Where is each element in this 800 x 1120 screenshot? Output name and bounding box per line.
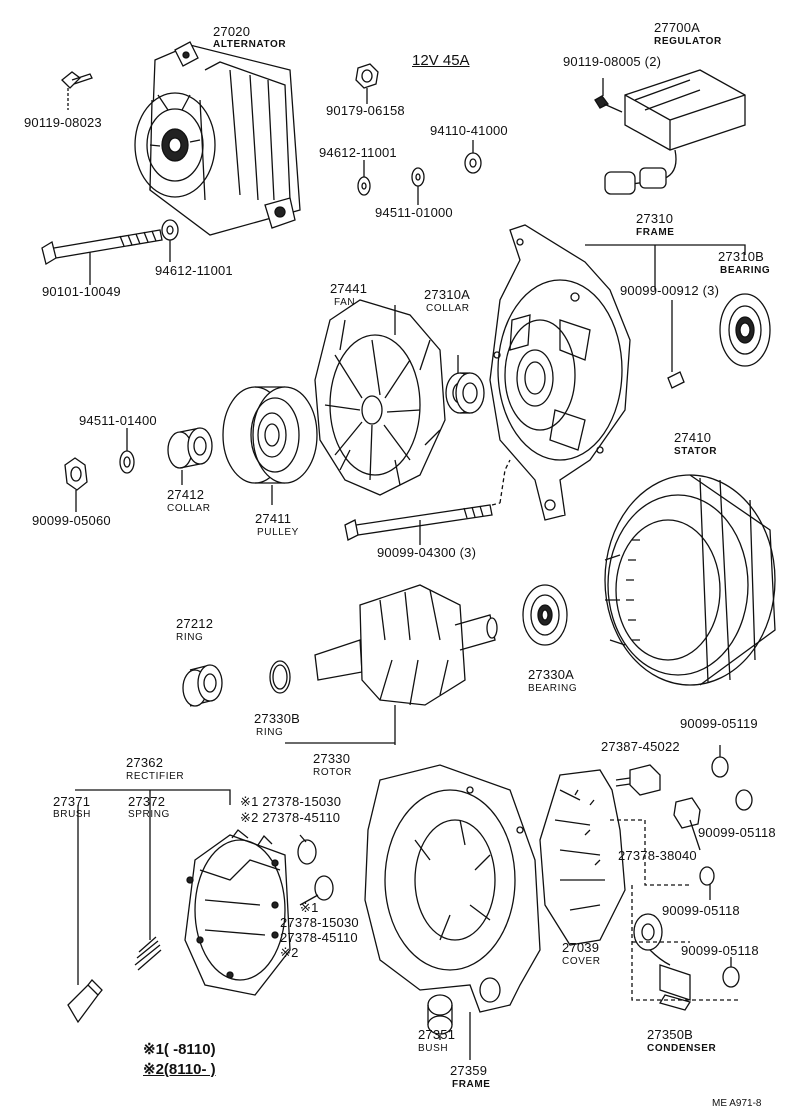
rotor-drawing [285, 584, 498, 745]
part-name-stator: STATOR [674, 446, 718, 457]
part-name-ring-27212: RING [176, 632, 204, 643]
pulley-drawing [222, 386, 318, 505]
part-name-brush: BRUSH [53, 809, 92, 820]
part-name-spring: SPRING [128, 809, 170, 820]
nut-90179-drawing [355, 63, 379, 104]
part-name-regulator: REGULATOR [654, 36, 722, 47]
part-name-rear-frame: FRAME [452, 1079, 491, 1090]
part-number-27039: 27039 [562, 940, 600, 955]
part-number-90099-05060: 90099-05060 [32, 513, 111, 528]
part-number-94110-41000: 94110-41000 [430, 123, 508, 138]
part-number-94612-11001-bottom: 94612-11001 [155, 263, 233, 278]
part-number-27371: 27371 [53, 794, 91, 809]
part-number-27310: 27310 [636, 211, 674, 226]
part-number-27362: 27362 [126, 755, 164, 770]
part-number-27378-38040: 27378-38040 [618, 848, 697, 863]
frame-27310-drawing [489, 224, 631, 521]
part-number-90099-05118-c: 90099-05118 [681, 943, 759, 958]
part-number-27310a: 27310A [424, 287, 471, 302]
drawing-reference: ME A971-8 [712, 1098, 762, 1109]
regulator-drawing [594, 69, 746, 195]
part-number-94511-01000: 94511-01000 [375, 205, 453, 220]
washer-94612-drawing [161, 219, 179, 241]
part-name-condenser: CONDENSER [647, 1043, 717, 1054]
part-name-bush: BUSH [418, 1043, 449, 1054]
long-bolt-drawing [41, 229, 163, 285]
brush-drawing [67, 805, 103, 1024]
rear-frame-drawing [364, 764, 541, 1060]
rectifier-drawing [184, 829, 291, 996]
footnote-mark-1: ※1 [300, 900, 319, 915]
part-number-27378-45110-top: ※2 27378-45110 [240, 810, 341, 825]
collar-27310a-drawing [445, 355, 485, 414]
part-number-27330: 27330 [313, 751, 351, 766]
spring-drawing [134, 805, 162, 971]
part-name-frame: FRAME [636, 227, 675, 238]
part-number-90099-00912: 90099-00912 (3) [620, 283, 720, 298]
part-number-27020: 27020 [213, 24, 251, 39]
part-number-90099-05118-b: 90099-05118 [662, 903, 740, 918]
part-number-90099-05118-a: 90099-05118 [698, 825, 776, 840]
part-number-90179-06158: 90179-06158 [326, 103, 405, 118]
part-name-bearing: BEARING [720, 265, 771, 276]
cover-drawing [539, 769, 626, 946]
part-number-27330a: 27330A [528, 667, 575, 682]
part-name-collar-27412: COLLAR [167, 503, 211, 514]
part-number-27378-15030-bottom: 27378-15030 [280, 915, 359, 930]
part-number-94612-11001-top: 94612-11001 [319, 145, 397, 160]
through-bolt-drawing [344, 459, 511, 545]
bearing-27330a-drawing [522, 584, 568, 646]
part-name-fan: FAN [334, 297, 356, 308]
part-number-27351: 27351 [418, 1027, 456, 1042]
part-number-94511-01400: 94511-01400 [79, 413, 157, 428]
bearing-27310b-drawing [719, 293, 771, 367]
part-number-27412: 27412 [167, 487, 205, 502]
part-number-90119-08023: 90119-08023 [24, 115, 102, 130]
part-number-27387-45022: 27387-45022 [601, 739, 680, 754]
footnote-mark-2: ※2 [280, 945, 299, 960]
part-number-27212: 27212 [176, 616, 214, 631]
part-name-ring-27330b: RING [256, 727, 284, 738]
part-number-27372: 27372 [128, 794, 166, 809]
nut-94110-drawing [464, 140, 482, 174]
part-number-90099-04300: 90099-04300 (3) [377, 545, 477, 560]
bush-27351-drawing [427, 994, 453, 1016]
fan-drawing [314, 299, 446, 496]
part-number-27350b: 27350B [647, 1027, 694, 1042]
part-name-rectifier: RECTIFIER [126, 771, 185, 782]
part-name-alternator: ALTERNATOR [213, 39, 287, 50]
footnote-1: ※1( -8110) [143, 1041, 216, 1058]
collar-27412-drawing [167, 427, 213, 485]
part-number-90119-08005: 90119-08005 (2) [563, 54, 662, 69]
spec-title: 12V 45A [412, 52, 470, 69]
part-number-27359: 27359 [450, 1063, 488, 1078]
part-number-27330b: 27330B [254, 711, 301, 726]
part-number-90101-10049: 90101-10049 [42, 284, 121, 299]
part-name-bearing-27330a: BEARING [528, 683, 578, 694]
stator-drawing [604, 474, 776, 686]
part-number-27410: 27410 [674, 430, 712, 445]
bolt-90119-08023-drawing [61, 71, 93, 110]
footnote-2: ※2(8110- ) [143, 1061, 216, 1078]
part-number-27441: 27441 [330, 281, 368, 296]
part-number-27700a: 27700A [654, 20, 701, 35]
part-number-27310b: 27310B [718, 249, 765, 264]
part-name-pulley: PULLEY [257, 527, 299, 538]
part-name-rotor: ROTOR [313, 767, 352, 778]
condenser-drawing [633, 913, 692, 1011]
part-number-27411: 27411 [255, 511, 292, 526]
part-name-cover: COVER [562, 956, 601, 967]
part-number-27378-15030-top: ※1 27378-15030 [240, 794, 342, 809]
part-number-27378-45110-bottom: 27378-45110 [280, 930, 358, 945]
part-number-90099-05119: 90099-05119 [680, 716, 758, 731]
part-name-collar-27310a: COLLAR [426, 303, 470, 314]
alternator-drawing [134, 41, 301, 236]
